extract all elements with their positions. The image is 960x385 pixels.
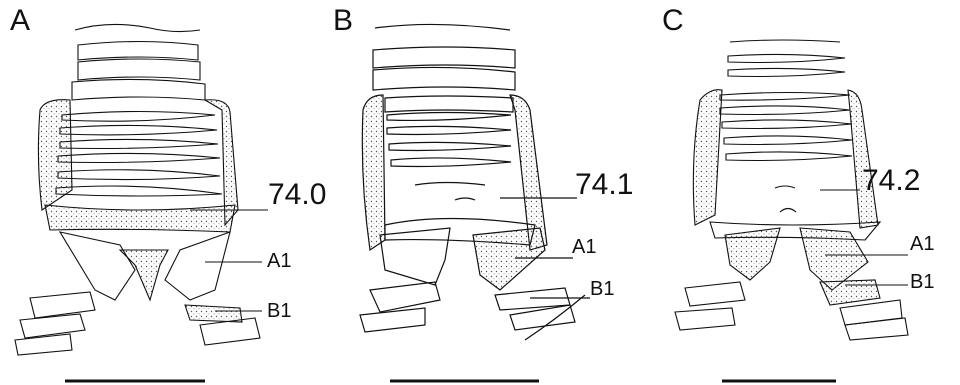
panel-b: B 74.1 A1 B1 xyxy=(325,0,645,385)
label-a1: A1 xyxy=(910,233,934,256)
label-a1: A1 xyxy=(572,236,596,259)
panel-letter: B xyxy=(333,4,353,38)
label-b1: B1 xyxy=(910,271,934,294)
segment-label: 74.0 xyxy=(268,178,326,212)
segment-label: 74.2 xyxy=(862,164,920,198)
panel-a: A 74.0 A1 B1 xyxy=(0,0,320,385)
segment-label: 74.1 xyxy=(575,168,633,202)
label-a1: A1 xyxy=(267,250,291,273)
panel-letter: A xyxy=(10,4,30,38)
panel-c: C 74.2 A1 B1 xyxy=(640,0,960,385)
panel-letter: C xyxy=(662,4,684,38)
label-b1: B1 xyxy=(267,300,291,323)
label-b1: B1 xyxy=(590,278,614,301)
